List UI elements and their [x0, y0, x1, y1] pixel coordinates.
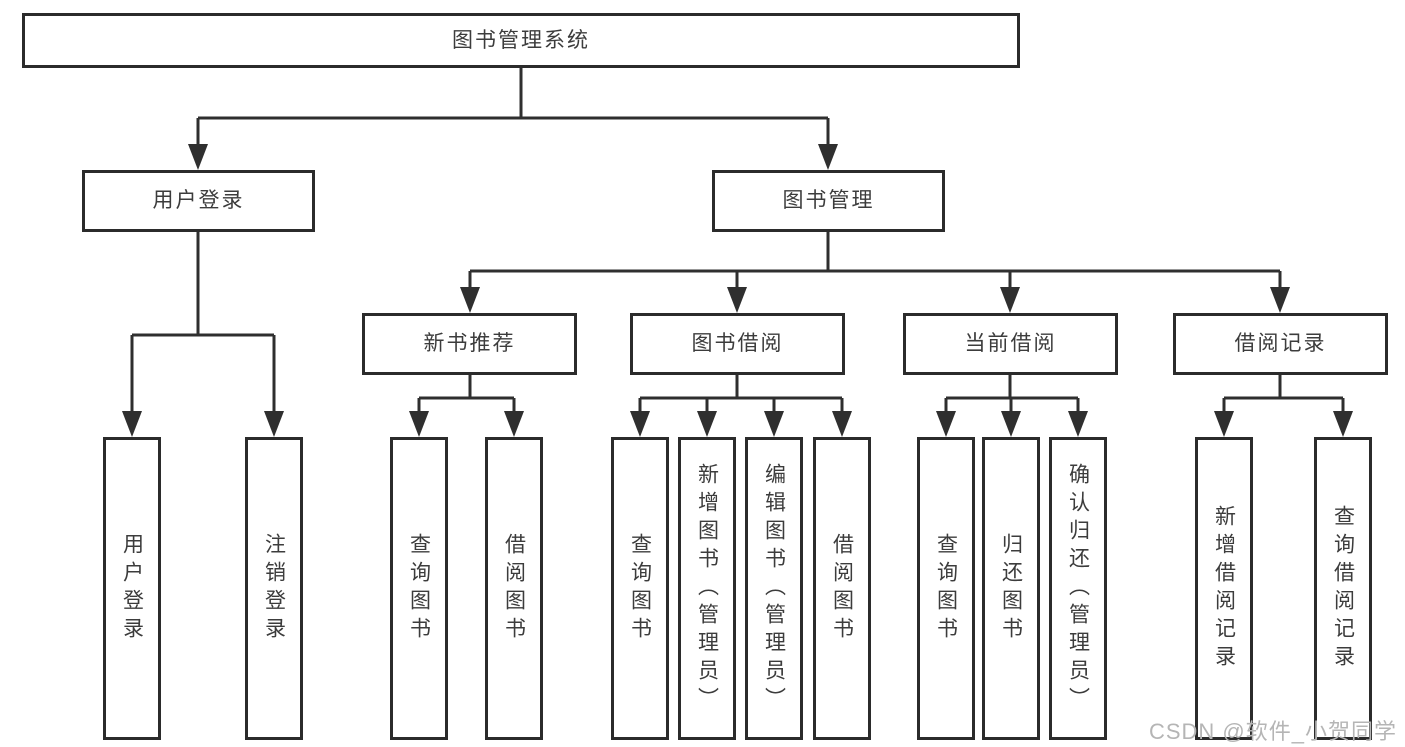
leaf-current-confirm-return-admin: 确认归还（管理员）	[1049, 437, 1107, 740]
leaf-current-query-book: 查询图书	[917, 437, 975, 740]
leaf-recommend-query-book: 查询图书	[390, 437, 448, 740]
leaf-current-return-book: 归还图书	[982, 437, 1040, 740]
node-current-borrowing: 当前借阅	[903, 313, 1118, 375]
leaf-records-query-record: 查询借阅记录	[1314, 437, 1372, 740]
node-new-book-recommend: 新书推荐	[362, 313, 577, 375]
node-borrow-records: 借阅记录	[1173, 313, 1388, 375]
leaf-borrowing-borrow-book: 借阅图书	[813, 437, 871, 740]
node-user-login: 用户登录	[82, 170, 315, 232]
leaf-borrowing-edit-book-admin: 编辑图书（管理员）	[745, 437, 803, 740]
node-root-library-system: 图书管理系统	[22, 13, 1020, 68]
watermark: CSDN @软件_小贺同学	[1148, 719, 1397, 744]
node-book-borrowing: 图书借阅	[630, 313, 845, 375]
leaf-recommend-borrow-book: 借阅图书	[485, 437, 543, 740]
leaf-user-login: 用户登录	[103, 437, 161, 740]
leaf-borrowing-query-book: 查询图书	[611, 437, 669, 740]
leaf-logout: 注销登录	[245, 437, 303, 740]
leaf-borrowing-add-book-admin: 新增图书（管理员）	[678, 437, 736, 740]
leaf-records-add-record: 新增借阅记录	[1195, 437, 1253, 740]
node-book-management: 图书管理	[712, 170, 945, 232]
